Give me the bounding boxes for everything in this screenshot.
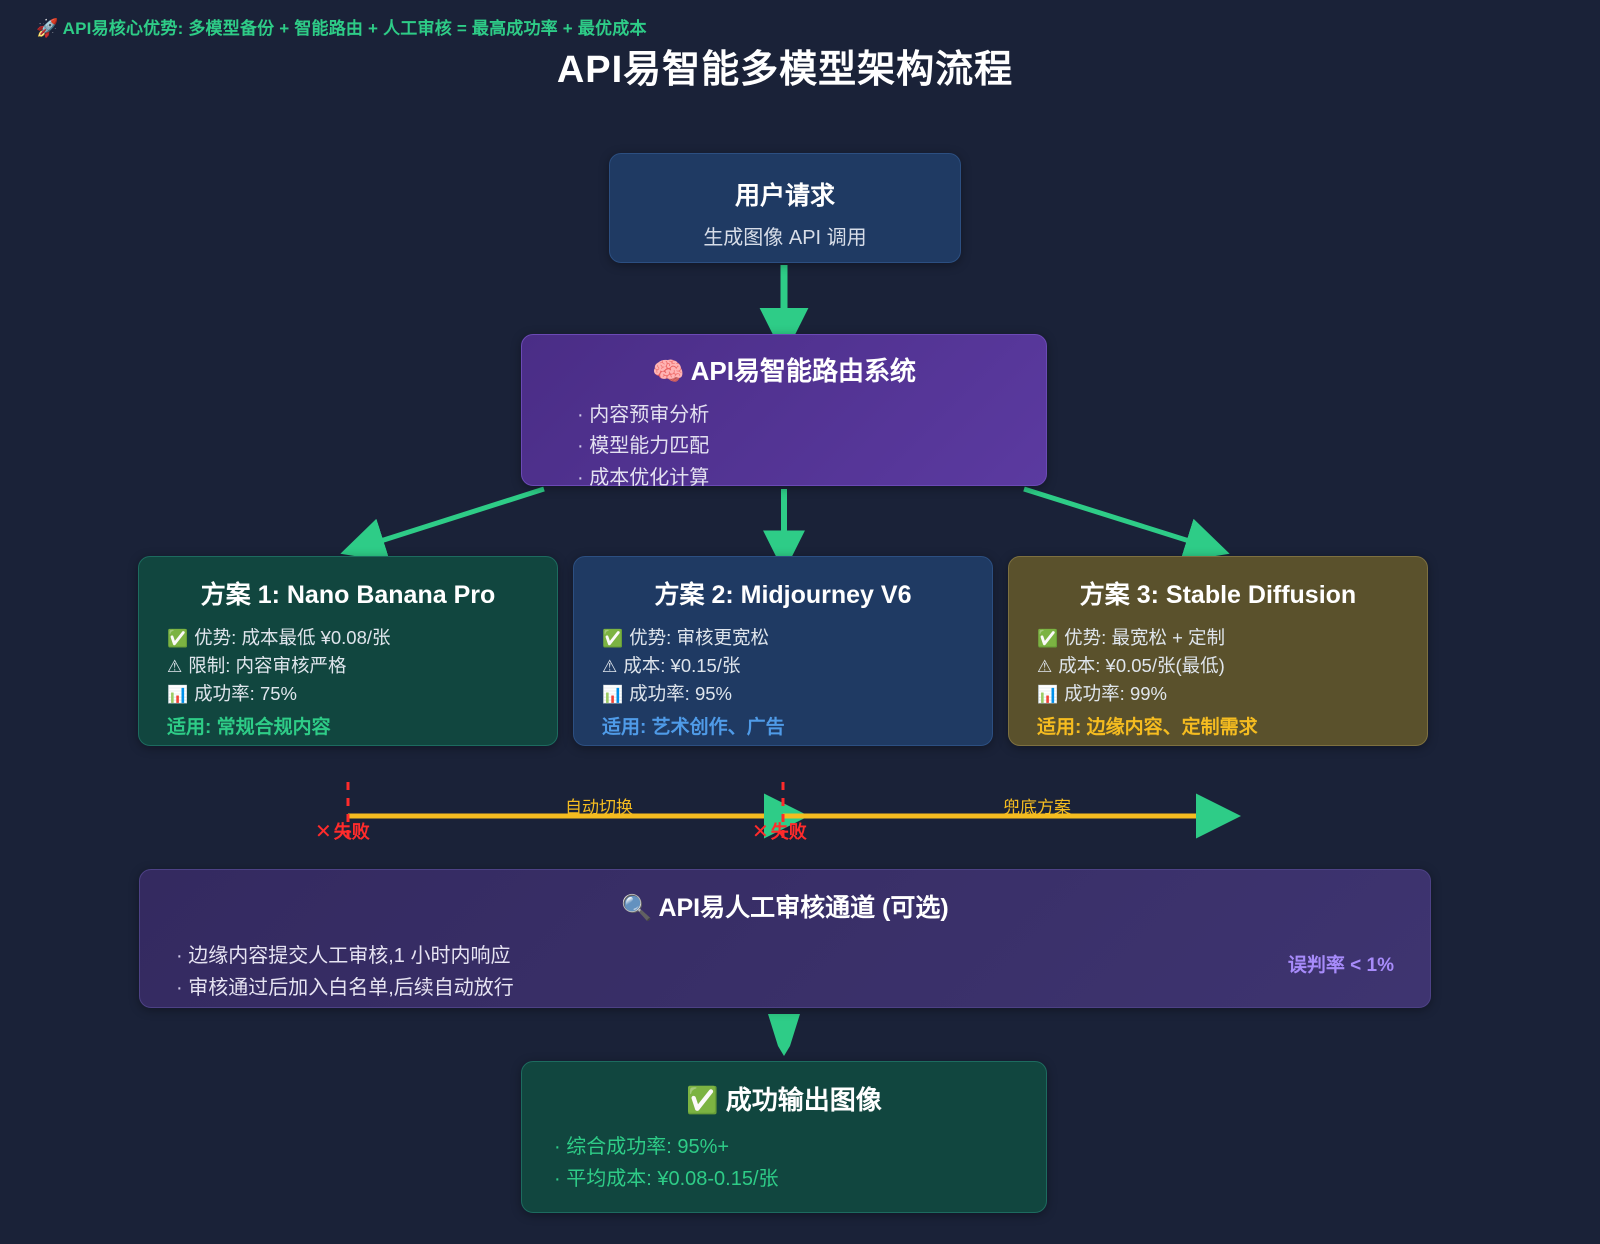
rail-label-auto-switch: 自动切换 xyxy=(565,798,633,817)
plan-2-row-cost: ⚠成本: ¥0.15/张 xyxy=(602,652,992,680)
list-item: 边缘内容提交人工审核,1 小时内响应 xyxy=(176,940,1430,972)
plan-3-rows: ✅ 优势: 最宽松 + 定制 ⚠成本: ¥0.05/张(最低) 📊成功率: 99%… xyxy=(1037,624,1427,739)
cross-mark-icon: ✕ xyxy=(752,821,769,843)
check-box-icon: ✅ xyxy=(167,629,189,648)
warning-icon: ⚠ xyxy=(602,657,618,677)
brain-icon: 🧠 xyxy=(652,356,685,386)
plan-2-advantage-text: 优势: 审核更宽松 xyxy=(629,627,769,648)
plan-2-fit: 适用: 艺术创作、广告 xyxy=(602,717,785,739)
failure-label-1: 失败 xyxy=(333,822,370,842)
node-user-request-title: 用户请求 xyxy=(734,182,835,210)
node-router-bullets: 内容预审分析 模型能力匹配 成本优化计算 xyxy=(577,400,1046,494)
plan-3-title: 方案 3: Stable Diffusion xyxy=(1079,581,1357,609)
failure-marker-1: ✕失败 xyxy=(315,818,370,844)
plan-1-title: 方案 1: Nano Banana Pro xyxy=(200,581,496,609)
list-item: 综合成功率: 95%+ xyxy=(554,1131,1046,1163)
plan-1-limit-text: 限制: 内容审核严格 xyxy=(188,655,347,677)
check-box-icon: ✅ xyxy=(1037,629,1059,648)
plan-3-fit: 适用: 边缘内容、定制需求 xyxy=(1037,717,1258,739)
plan-3-row-advantage: ✅ 优势: 最宽松 + 定制 xyxy=(1037,624,1427,652)
node-router-title-text: API易智能路由系统 xyxy=(690,356,916,386)
plan-3-row-success-rate: 📊成功率: 99% xyxy=(1037,680,1427,708)
node-plan-3: 方案 3: Stable Diffusion ✅ 优势: 最宽松 + 定制 ⚠成本… xyxy=(1008,556,1428,746)
rail-label-fallback-plan: 兜底方案 xyxy=(1003,798,1071,817)
warning-icon: ⚠ xyxy=(167,657,183,677)
node-plan-1: 方案 1: Nano Banana Pro ✅优势: 成本最低 ¥0.08/张 … xyxy=(138,556,558,746)
edge-review-to-success xyxy=(768,1014,800,1056)
misjudgment-rate-badge: 误判率 < 1% xyxy=(1287,955,1394,976)
node-plan-2: 方案 2: Midjourney V6 ✅ 优势: 审核更宽松 ⚠成本: ¥0.1… xyxy=(573,556,993,746)
check-box-icon: ✅ xyxy=(686,1085,719,1115)
node-user-request-subtitle: 生成图像 API 调用 xyxy=(703,227,867,249)
list-item: 内容预审分析 xyxy=(577,400,1046,431)
page-title: API易智能多模型架构流程 xyxy=(556,49,1014,91)
node-success-title-text: 成功输出图像 xyxy=(725,1085,882,1115)
failure-marker-2: ✕失败 xyxy=(752,818,807,844)
node-success-title: ✅ 成功输出图像 xyxy=(522,1080,1046,1117)
magnifier-icon: 🔍 xyxy=(621,894,653,922)
list-item: 成本优化计算 xyxy=(577,463,1046,494)
plan-1-advantage-text: 优势: 成本最低 ¥0.08/张 xyxy=(194,627,391,648)
edge-router-to-plan3 xyxy=(1023,486,1230,562)
plan-1-fit: 适用: 常规合规内容 xyxy=(167,717,331,739)
bar-chart-icon: 📊 xyxy=(602,685,624,705)
node-human-review-title-text: API易人工审核通道 (可选) xyxy=(658,894,949,922)
node-router-title: 🧠 API易智能路由系统 xyxy=(522,351,1046,388)
plan-3-advantage-text: 优势: 最宽松 + 定制 xyxy=(1064,627,1226,648)
plan-1-row-success-rate: 📊成功率: 75% xyxy=(167,680,557,708)
check-box-icon: ✅ xyxy=(602,629,624,648)
plan-2-row-advantage: ✅ 优势: 审核更宽松 xyxy=(602,624,992,652)
plan-1-rows: ✅优势: 成本最低 ¥0.08/张 ⚠限制: 内容审核严格 📊成功率: 75% … xyxy=(167,624,557,739)
banner-text: API易核心优势: 多模型备份 + 智能路由 + 人工审核 = 最高成功率 + … xyxy=(62,19,647,38)
node-router: 🧠 API易智能路由系统 内容预审分析 模型能力匹配 成本优化计算 xyxy=(521,334,1047,489)
bar-chart-icon: 📊 xyxy=(167,685,189,705)
plan-1-success-rate-text: 成功率: 75% xyxy=(194,683,297,705)
core-advantage-banner: 🚀API易核心优势: 多模型备份 + 智能路由 + 人工审核 = 最高成功率 +… xyxy=(36,14,647,39)
node-success-output: ✅ 成功输出图像 综合成功率: 95%+ 平均成本: ¥0.08-0.15/张 xyxy=(521,1061,1047,1213)
node-user-request: 用户请求 生成图像 API 调用 xyxy=(609,153,961,263)
list-item: 审核通过后加入白名单,后续自动放行 xyxy=(176,972,1430,1004)
node-success-bullets: 综合成功率: 95%+ 平均成本: ¥0.08-0.15/张 xyxy=(554,1131,1046,1196)
failure-label-2: 失败 xyxy=(770,822,807,842)
node-human-review-bullets: 边缘内容提交人工审核,1 小时内响应 审核通过后加入白名单,后续自动放行 xyxy=(176,940,1430,1005)
rocket-icon: 🚀 xyxy=(36,18,59,38)
plan-1-row-limit: ⚠限制: 内容审核严格 xyxy=(167,652,557,680)
plan-2-cost-text: 成本: ¥0.15/张 xyxy=(623,655,741,677)
node-human-review: 🔍 API易人工审核通道 (可选) 边缘内容提交人工审核,1 小时内响应 审核通… xyxy=(139,869,1431,1008)
warning-icon: ⚠ xyxy=(1037,657,1053,677)
edge-router-to-plan1 xyxy=(340,486,545,562)
plan-1-row-advantage: ✅ 优势: 成本最低 ¥0.08/张 xyxy=(167,624,557,652)
plan-2-row-success-rate: 📊成功率: 95% xyxy=(602,680,992,708)
list-item: 平均成本: ¥0.08-0.15/张 xyxy=(554,1163,1046,1195)
cross-mark-icon: ✕ xyxy=(315,821,332,843)
plan-3-cost-text: 成本: ¥0.05/张(最低) xyxy=(1058,655,1225,677)
list-item: 模型能力匹配 xyxy=(577,431,1046,462)
plan-2-success-rate-text: 成功率: 95% xyxy=(629,683,732,705)
plan-2-rows: ✅ 优势: 审核更宽松 ⚠成本: ¥0.15/张 📊成功率: 95% 适用: 艺术… xyxy=(602,624,992,739)
plan-3-success-rate-text: 成功率: 99% xyxy=(1064,683,1167,705)
plan-2-title: 方案 2: Midjourney V6 xyxy=(654,581,912,609)
node-human-review-title: 🔍 API易人工审核通道 (可选) xyxy=(140,888,1430,924)
bar-chart-icon: 📊 xyxy=(1037,685,1059,705)
plan-3-row-cost: ⚠成本: ¥0.05/张(最低) xyxy=(1037,652,1427,680)
